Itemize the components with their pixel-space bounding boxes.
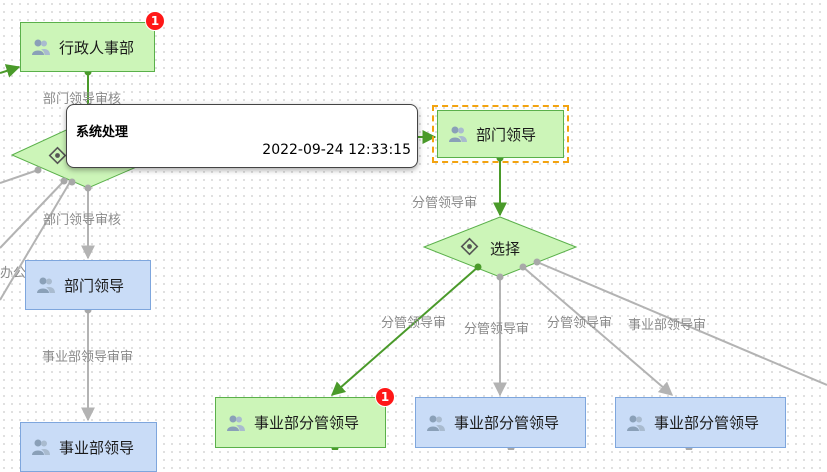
edge-choose-to-vp3[interactable] xyxy=(522,266,674,396)
edge-choose-left-out-2[interactable] xyxy=(0,180,65,249)
user-group-icon xyxy=(227,415,245,431)
node-dept-leader-active[interactable]: 部门领导 xyxy=(432,105,569,163)
edge-label-dept-review: 部门领导审核 xyxy=(43,92,122,107)
edge-label-division-review: 事业部领导审 xyxy=(628,318,707,333)
edge-label-vp-review: 分管领导审 xyxy=(412,196,478,211)
node-label: 事业部分管领导 xyxy=(454,414,560,432)
edge-incoming-admin[interactable] xyxy=(0,64,21,78)
node-label: 事业部分管领导 xyxy=(654,414,760,432)
node-admin-hr[interactable]: 行政人事部 xyxy=(20,22,155,72)
edge-label-division-review: 事业部领导审审 xyxy=(42,350,134,365)
user-group-icon xyxy=(32,439,50,455)
user-group-icon xyxy=(427,415,445,431)
user-group-icon xyxy=(627,415,645,431)
node-label: 事业部领导 xyxy=(59,438,135,457)
node-division-leader[interactable]: 事业部领导 xyxy=(20,422,157,472)
edge-choose-left-out-3[interactable] xyxy=(0,181,71,301)
edge-choose-to-vp1[interactable] xyxy=(330,266,479,396)
user-group-icon xyxy=(449,126,467,142)
tooltip-timestamp: 2022-09-24 12:33:15 xyxy=(262,142,411,158)
node-label: 事业部分管领导 xyxy=(254,414,360,432)
gateway-icon xyxy=(48,146,67,165)
process-tooltip: 系统处理 2022-09-24 12:33:15 xyxy=(66,104,418,168)
edge-label-vp-review: 分管领导审 xyxy=(547,316,613,331)
notification-badge: 1 xyxy=(145,11,165,31)
edge-label-dept-review: 部门领导审核 xyxy=(43,213,122,228)
node-label: 行政人事部 xyxy=(59,38,135,57)
edge-label-vp-review: 分管领导审 xyxy=(464,322,530,337)
gateway-icon xyxy=(460,237,479,256)
edge-choose-out-right[interactable] xyxy=(536,261,827,386)
edge-label-vp-review: 分管领导审 xyxy=(381,316,447,331)
edge-choose-left-out-1[interactable] xyxy=(0,169,39,184)
node-division-vp-leader-active[interactable]: 事业部分管领导 xyxy=(215,397,386,448)
node-label: 部门领导 xyxy=(64,276,125,295)
node-division-vp-leader[interactable]: 事业部分管领导 xyxy=(415,397,586,448)
node-label: 部门领导 xyxy=(476,125,537,144)
node-dept-leader[interactable]: 部门领导 xyxy=(25,260,151,310)
notification-badge: 1 xyxy=(375,387,395,407)
node-division-vp-leader[interactable]: 事业部分管领导 xyxy=(615,397,786,448)
tooltip-title: 系统处理 xyxy=(76,125,129,140)
user-group-icon xyxy=(32,39,50,55)
user-group-icon xyxy=(37,277,55,293)
decision-label-choose: 选择 xyxy=(490,240,521,258)
